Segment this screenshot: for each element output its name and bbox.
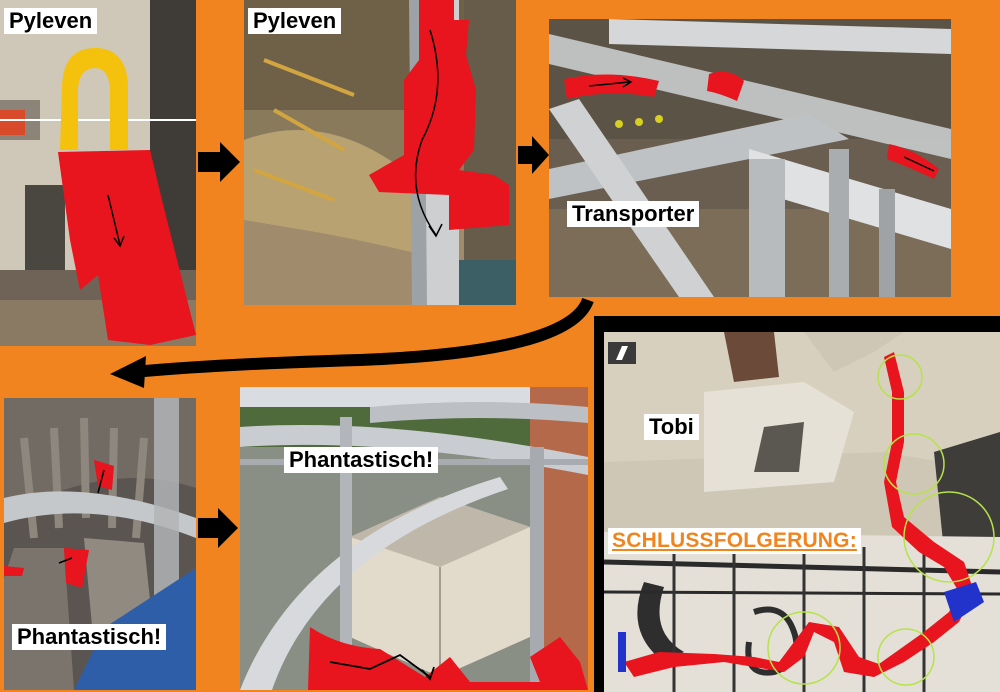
red-track-highlight (564, 74, 659, 99)
panel-label: Pyleven (248, 8, 342, 35)
photo-panel-pyleven-1: Pyleven (0, 0, 196, 346)
red-pillar-highlight (369, 0, 509, 230)
track-arc (240, 477, 508, 690)
conclusion-heading: SCHLUSSFOLGERUNG: (608, 528, 861, 554)
render-inner: Tobi SCHLUSSFOLGERUNG: (604, 332, 1000, 692)
blue-track-segment (944, 582, 984, 622)
red-highlight (4, 566, 24, 576)
track-photo (549, 19, 951, 297)
green-circle-marker (877, 628, 935, 686)
yellow-arch-highlight (60, 48, 128, 150)
arrow-right-icon (198, 142, 240, 182)
blue-track-segment (618, 632, 626, 672)
photo-panel-pyleven-2: Pyleven (244, 0, 516, 305)
construction-pit-photo (244, 0, 516, 305)
curved-arrow-icon (110, 297, 594, 388)
panel-label: Pyleven (4, 8, 98, 35)
red-track-highlight (308, 627, 588, 690)
panel-label: Tobi (644, 414, 699, 441)
panel-label: Phantastisch! (12, 624, 167, 651)
arrow-right-icon (518, 136, 549, 174)
photo-panel-phantastisch-1: Phantastisch! (4, 398, 196, 690)
red-track-highlight (707, 71, 744, 101)
panel-label: Transporter (567, 201, 700, 228)
green-circle-marker (767, 611, 841, 685)
red-highlight (94, 460, 114, 490)
green-circle-marker (877, 354, 923, 400)
red-wall-highlight (58, 150, 196, 345)
photo-panel-transporter: Transporter (549, 19, 951, 297)
wall-photo (0, 0, 196, 346)
green-circle-marker (903, 491, 995, 583)
panel-label: Phantastisch! (284, 447, 439, 474)
green-circle-marker (883, 433, 945, 495)
arrow-right-icon (198, 508, 238, 548)
building-photo (240, 387, 588, 690)
track-render (604, 332, 1000, 692)
render-panel-tobi: Tobi SCHLUSSFOLGERUNG: (594, 316, 1000, 692)
photo-panel-phantastisch-2: Phantastisch! (240, 387, 588, 690)
